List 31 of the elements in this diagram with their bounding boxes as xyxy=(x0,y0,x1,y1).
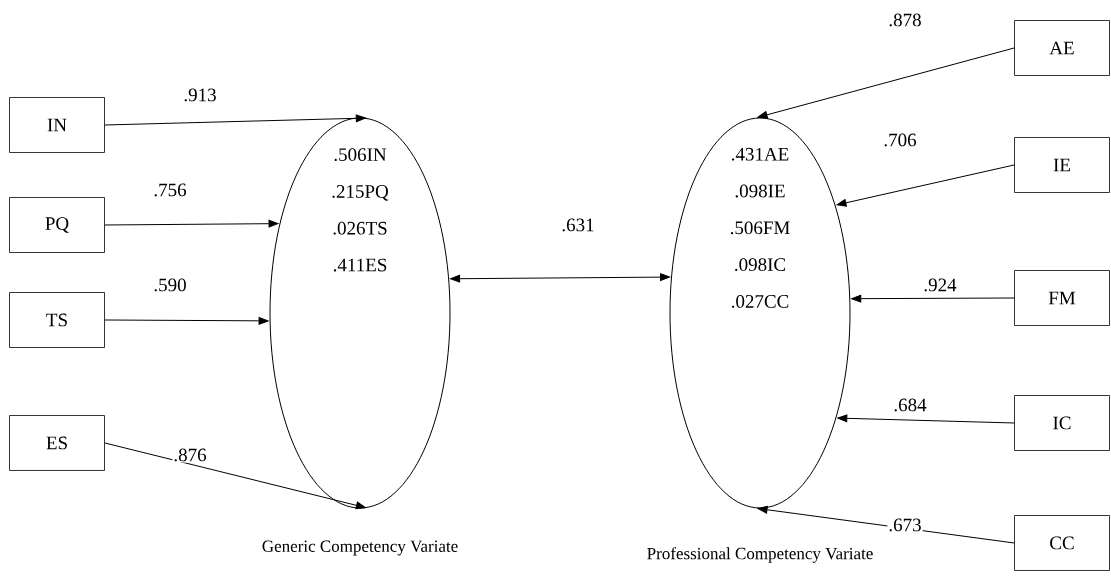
edge-label: .878 xyxy=(887,12,923,28)
edge-label: .590 xyxy=(152,277,188,293)
edge-label: .876 xyxy=(172,447,208,463)
arrow xyxy=(104,114,366,126)
variate-caption: Professional Competency Variate xyxy=(647,547,873,563)
arrow xyxy=(450,273,671,283)
variable-box: PQ xyxy=(9,197,105,253)
arrow xyxy=(104,442,366,510)
variable-box: ES xyxy=(9,415,105,471)
edge-label: .756 xyxy=(152,182,188,198)
variable-box: IN xyxy=(9,97,105,153)
arrow xyxy=(104,219,279,228)
arrow xyxy=(757,47,1015,119)
edge-label: .913 xyxy=(182,87,218,103)
arrow xyxy=(837,414,1015,424)
arrow xyxy=(757,505,1015,544)
variable-box: CC xyxy=(1014,515,1110,571)
variable-box: TS xyxy=(9,292,105,348)
arrow xyxy=(836,164,1015,207)
variable-box: IE xyxy=(1014,137,1110,193)
variate-caption: Generic Competency Variate xyxy=(262,540,458,556)
edge-label: .706 xyxy=(882,132,918,148)
edge-label: .673 xyxy=(887,517,923,533)
edge-label: .684 xyxy=(892,397,928,413)
arrow xyxy=(104,316,269,325)
edge-label: .924 xyxy=(922,277,958,293)
arrow xyxy=(851,294,1015,303)
variable-box: FM xyxy=(1014,270,1110,326)
variable-box: AE xyxy=(1014,20,1110,76)
variable-box: IC xyxy=(1014,395,1110,451)
edge-label: .631 xyxy=(560,217,596,233)
